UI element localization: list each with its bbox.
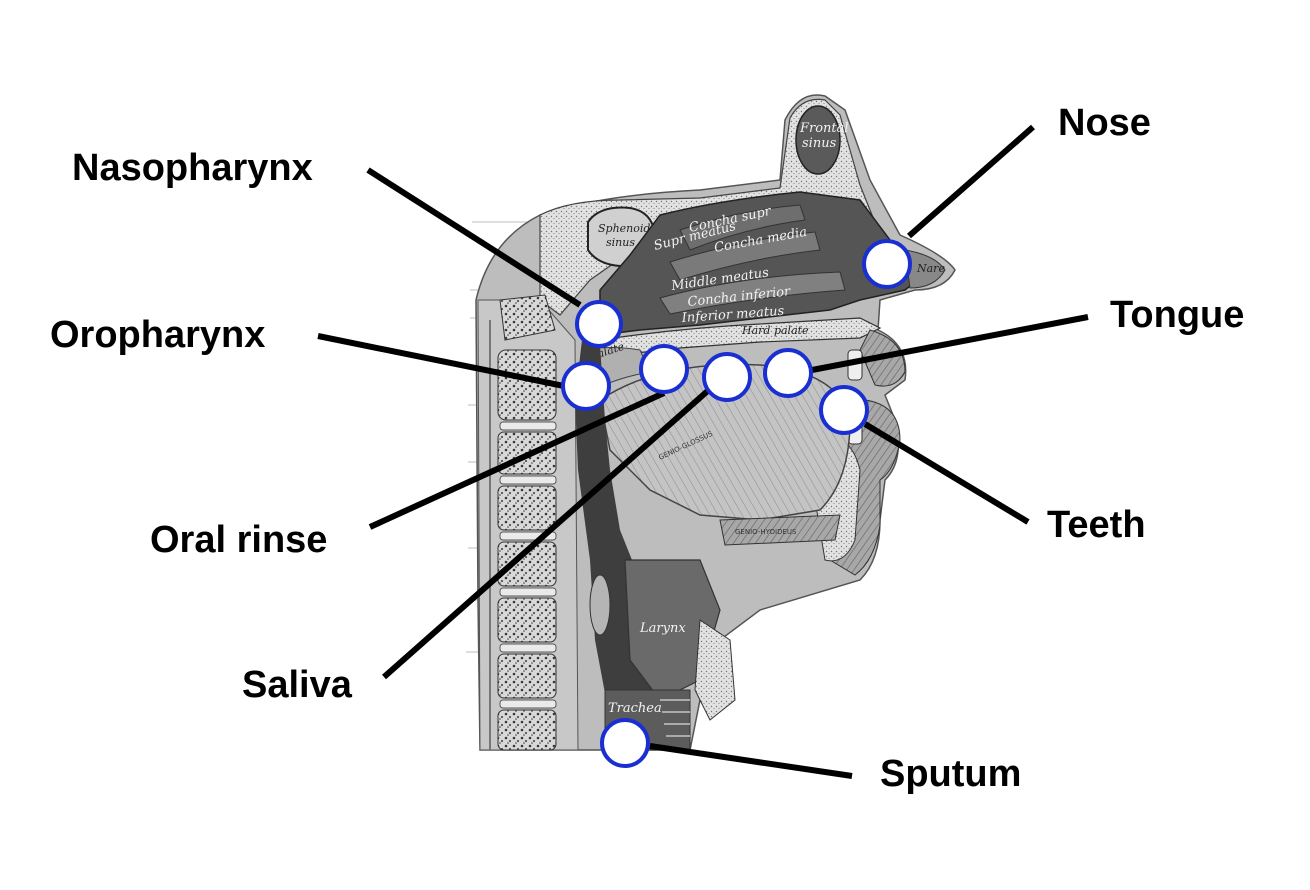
- saliva-marker: [704, 354, 750, 400]
- epiglottis: [590, 575, 610, 635]
- oral-rinse-label: Oral rinse: [150, 519, 327, 561]
- disc-5: [500, 644, 556, 652]
- vertebra-c4: [498, 486, 556, 530]
- tongue-marker: [765, 350, 811, 396]
- head-sagittal-section-illustration: Frontal sinus Sphenoidal sinus Concha su…: [466, 95, 955, 750]
- frontal-sinus-label-2: sinus: [802, 136, 837, 151]
- frontal-sinus-label-1: Frontal: [799, 121, 849, 136]
- vertebra-t1: [498, 710, 556, 750]
- teeth-label: Teeth: [1047, 504, 1146, 546]
- disc-4: [500, 588, 556, 596]
- vertebra-c6: [498, 598, 556, 642]
- nare-label: Nare: [916, 262, 945, 275]
- sputum-label: Sputum: [880, 753, 1021, 795]
- leader-nose: [909, 127, 1033, 236]
- thyroid-cartilage: [695, 620, 735, 720]
- larynx-label: Larynx: [639, 621, 686, 636]
- leader-sputum: [650, 746, 852, 776]
- saliva-label: Saliva: [242, 664, 353, 706]
- sphenoidal-label-2: sinus: [606, 236, 635, 249]
- sputum-marker: [602, 720, 648, 766]
- nasopharynx-marker: [577, 302, 621, 346]
- oropharynx-marker: [563, 363, 609, 409]
- vertebra-c7: [498, 654, 556, 698]
- disc-1: [500, 422, 556, 430]
- teeth-marker: [821, 387, 867, 433]
- disc-2: [500, 476, 556, 484]
- nose-label: Nose: [1058, 102, 1151, 144]
- tongue-label: Tongue: [1110, 294, 1244, 336]
- nose-marker: [864, 241, 910, 287]
- trachea-label: Trachea: [608, 701, 662, 716]
- disc-6: [500, 700, 556, 708]
- hard-palate-label: Hard palate: [741, 324, 809, 337]
- oral-rinse-marker: [641, 346, 687, 392]
- genio-hyoideus-label: GENIO-HYOIDEUS: [735, 528, 797, 536]
- oropharynx-label: Oropharynx: [50, 314, 265, 356]
- nasopharynx-label: Nasopharynx: [72, 147, 313, 189]
